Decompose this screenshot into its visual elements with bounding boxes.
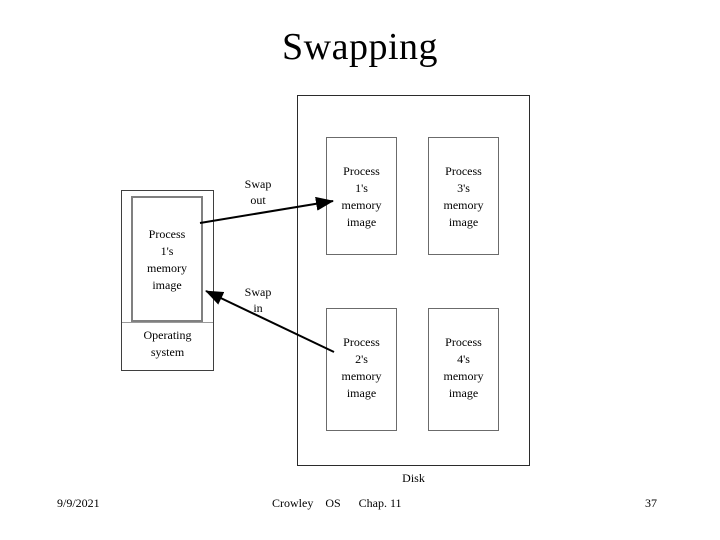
- disk-process-box-1: Process 1's memory image: [326, 137, 397, 255]
- text-line: memory: [341, 198, 382, 212]
- disk-process-label-3: Process 3's memory image: [429, 163, 498, 231]
- disk-process-label-1: Process 1's memory image: [327, 163, 396, 231]
- disk-process-box-2: Process 2's memory image: [326, 308, 397, 431]
- text-line: Process: [445, 164, 482, 178]
- text-line: 3's: [457, 181, 470, 195]
- text-line: system: [150, 345, 185, 359]
- memory-resident-process-box: Process 1's memory image: [131, 196, 203, 322]
- text-line: in: [253, 301, 263, 315]
- text-line: 1's: [355, 181, 368, 195]
- footer-attribution: Crowley OS Chap. 11: [272, 496, 402, 510]
- text-line: Process: [445, 335, 482, 349]
- text-line: image: [152, 278, 182, 292]
- disk-process-label-2: Process 2's memory image: [327, 334, 396, 402]
- text-line: memory: [341, 369, 382, 383]
- text-line: Swap: [244, 285, 272, 299]
- text-line: image: [346, 215, 377, 229]
- text-line: Process: [343, 164, 380, 178]
- text-line: memory: [443, 369, 484, 383]
- memory-divider-line: [122, 322, 213, 323]
- text-line: Process: [343, 335, 380, 349]
- text-line: Swap: [244, 177, 272, 191]
- text-line: 2's: [355, 352, 368, 366]
- text-line: 4's: [457, 352, 470, 366]
- text-line: out: [250, 193, 266, 207]
- footer-page-number: 37: [645, 496, 657, 510]
- memory-resident-process-label: Process 1's memory image: [133, 226, 201, 294]
- text-line: 1's: [160, 244, 174, 258]
- text-line: image: [346, 386, 377, 400]
- text-line: Operating: [143, 328, 192, 342]
- swap-in-label: Swap in: [228, 284, 288, 316]
- disk-process-box-4: Process 4's memory image: [428, 308, 499, 431]
- operating-system-label: Operating system: [122, 327, 213, 361]
- text-line: image: [448, 215, 479, 229]
- text-line: memory: [443, 198, 484, 212]
- slide-footer: 9/9/2021 Crowley OS Chap. 11 37: [0, 494, 720, 518]
- disk-caption: Disk: [402, 471, 425, 485]
- page-title: Swapping: [282, 26, 438, 68]
- text-line: Process: [148, 227, 186, 241]
- disk-process-label-4: Process 4's memory image: [429, 334, 498, 402]
- disk-process-box-3: Process 3's memory image: [428, 137, 499, 255]
- text-line: image: [448, 386, 479, 400]
- footer-date: 9/9/2021: [57, 496, 100, 510]
- swap-out-label: Swap out: [228, 176, 288, 208]
- text-line: memory: [147, 261, 187, 275]
